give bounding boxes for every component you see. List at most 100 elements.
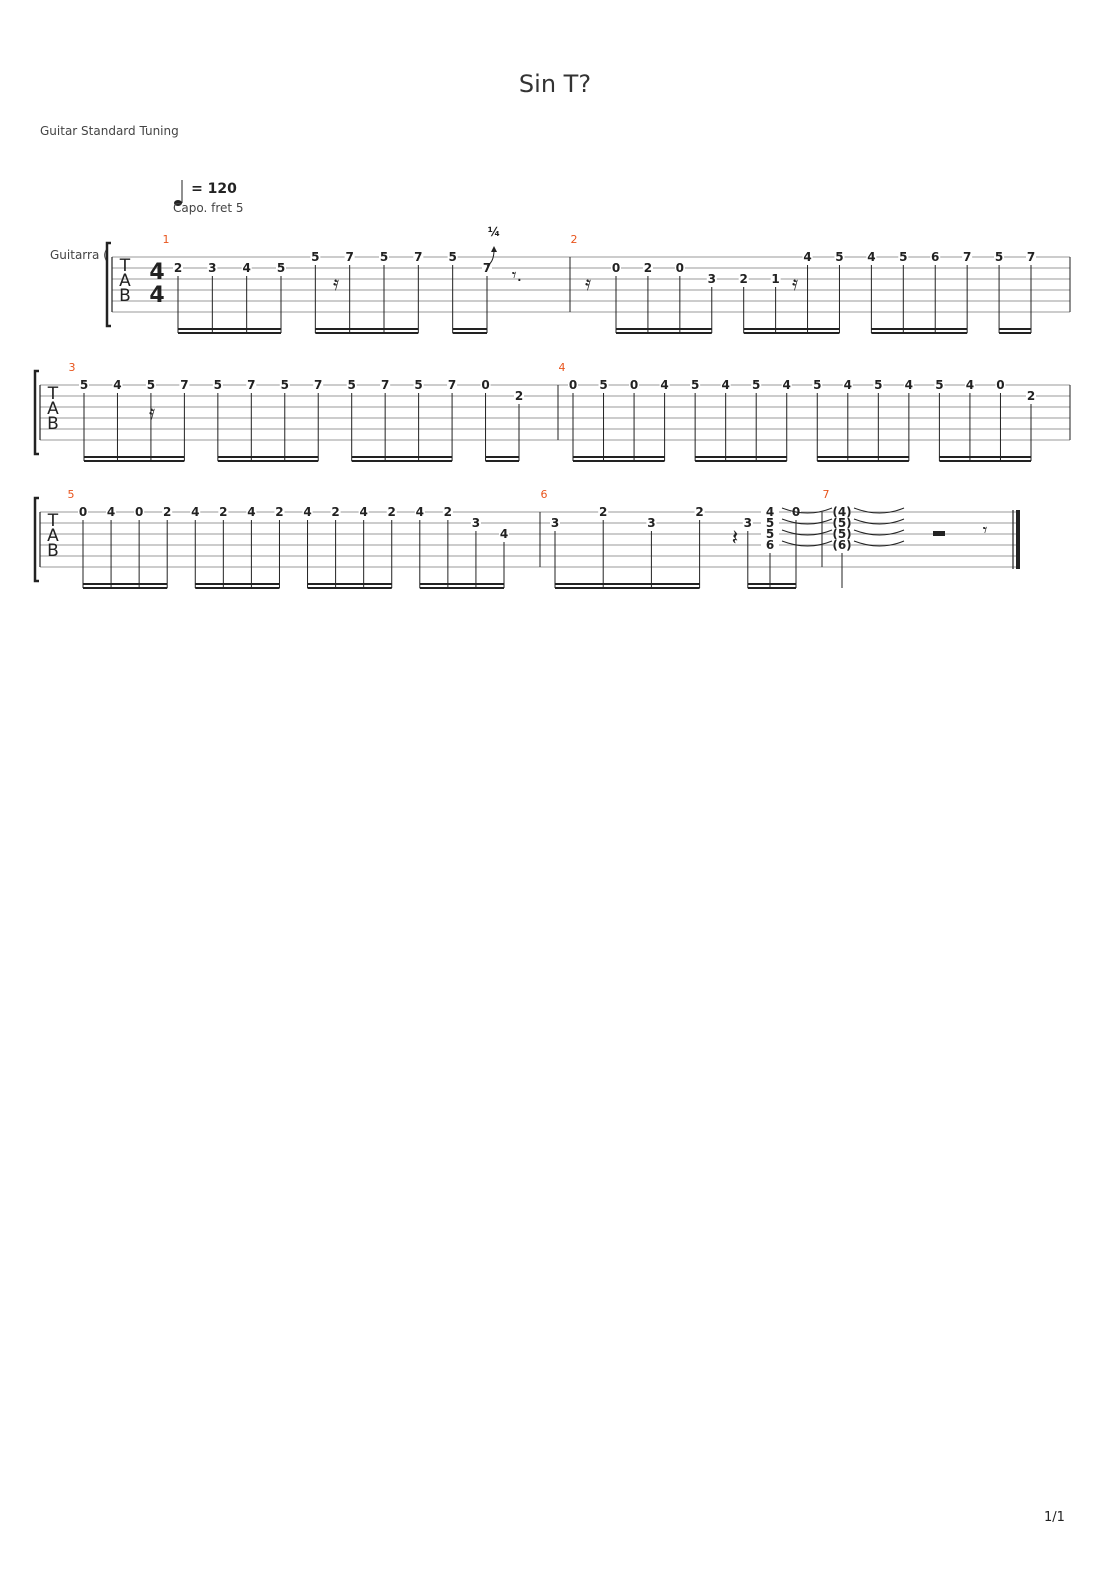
fret-number: 5 [935, 378, 943, 392]
fret-backdrop [386, 506, 397, 518]
fret-backdrop [246, 506, 257, 518]
fret-number: 4 [803, 250, 811, 264]
fret-number: 6 [931, 250, 939, 264]
fret-backdrop [302, 506, 313, 518]
fret-number: 7 [180, 378, 188, 392]
tie-arc [781, 507, 833, 514]
fret-number: 5 [311, 250, 319, 264]
fret-backdrop [480, 379, 491, 391]
fret-backdrop [179, 379, 190, 391]
fret-number: 5 [813, 378, 821, 392]
fret-backdrop [241, 262, 252, 274]
chord-backdrop [761, 506, 779, 518]
fret-number: 2 [275, 505, 283, 519]
fret-number: 2 [515, 389, 523, 403]
fret-backdrop [442, 506, 453, 518]
tie-arc [853, 540, 905, 547]
fret-number: 2 [174, 261, 182, 275]
fret-number: 5 [277, 261, 285, 275]
fret-backdrop [279, 379, 290, 391]
tab-clef-letter: A [47, 526, 59, 546]
fret-number: 4 [721, 378, 729, 392]
fret-backdrop [313, 379, 324, 391]
fret-backdrop [162, 506, 173, 518]
fret-number: 0 [135, 505, 143, 519]
fret-backdrop [834, 251, 845, 263]
fret-number: 2 [331, 505, 339, 519]
tab-clef-letter: A [119, 271, 131, 291]
fret-number: 1 [771, 272, 779, 286]
fret-backdrop [78, 506, 88, 518]
fret-backdrop [1026, 251, 1036, 263]
fret-number: 5 [414, 378, 422, 392]
fret-number: 4 [500, 527, 508, 541]
fret-backdrop [930, 251, 941, 263]
measure-number: 3 [69, 361, 76, 374]
fret-number: 7 [483, 261, 491, 275]
tie-arc [853, 529, 905, 536]
fret-number: 7 [247, 378, 255, 392]
fret-number: 2 [219, 505, 227, 519]
system-bracket [105, 241, 111, 328]
fret-backdrop [330, 506, 341, 518]
fret-backdrop [207, 262, 218, 274]
fret-backdrop [246, 379, 257, 391]
tab-clef-letter: T [47, 511, 59, 531]
fret-number: 0 [676, 261, 684, 275]
tab-clef-letter: B [47, 541, 59, 561]
fret-number: 3 [208, 261, 216, 275]
fret-number: 7 [1027, 250, 1035, 264]
chord-backdrop [833, 528, 851, 540]
chord-fret: 6 [766, 538, 774, 552]
chord-fret: 5 [766, 516, 774, 530]
fret-number: 3 [708, 272, 716, 286]
tab-clef-letter: B [47, 414, 59, 434]
fret-backdrop [112, 379, 123, 391]
fret-number: 0 [481, 378, 489, 392]
fret-backdrop [611, 262, 621, 274]
tie-arc [781, 518, 833, 525]
chord-backdrop [761, 517, 779, 529]
fret-backdrop [802, 251, 813, 263]
fret-backdrop [706, 273, 717, 285]
chord-fret: (5) [832, 516, 851, 530]
fret-backdrop [413, 251, 424, 263]
fret-backdrop [866, 251, 877, 263]
fret-number: 5 [995, 250, 1003, 264]
fret-backdrop [598, 506, 609, 518]
fret-number: 5 [214, 378, 222, 392]
fret-number: 7 [381, 378, 389, 392]
fret-number: 2 [163, 505, 171, 519]
fret-backdrop [274, 506, 285, 518]
fret-number: 3 [647, 516, 655, 530]
fret-number: 5 [147, 378, 155, 392]
fret-backdrop [994, 251, 1005, 263]
sixteenth-rest: 𝄿 [333, 271, 339, 295]
eighth-rest: 𝄾 [983, 520, 988, 541]
fret-number: 7 [414, 250, 422, 264]
measure-number: 7 [823, 488, 830, 501]
fret-backdrop [934, 379, 945, 391]
fret-number: 4 [966, 378, 974, 392]
tab-clef-letter: A [47, 399, 59, 419]
fret-backdrop [842, 379, 853, 391]
fret-number: 0 [79, 505, 87, 519]
tie-arc [853, 507, 905, 514]
fret-backdrop [482, 262, 492, 274]
chord-backdrop [833, 506, 851, 518]
fret-number: 5 [835, 250, 843, 264]
chord-backdrop [761, 539, 779, 551]
fret-backdrop [742, 517, 753, 529]
fret-backdrop [310, 251, 321, 263]
fret-number: 4 [242, 261, 250, 275]
fret-backdrop [134, 506, 145, 518]
fret-number: 7 [345, 250, 353, 264]
fret-number: 4 [905, 378, 913, 392]
measure-number: 4 [559, 361, 566, 374]
fret-backdrop [738, 273, 749, 285]
fret-number: 0 [569, 378, 577, 392]
fret-backdrop [674, 262, 685, 274]
measure-number: 5 [68, 488, 75, 501]
half-rest [933, 531, 945, 536]
